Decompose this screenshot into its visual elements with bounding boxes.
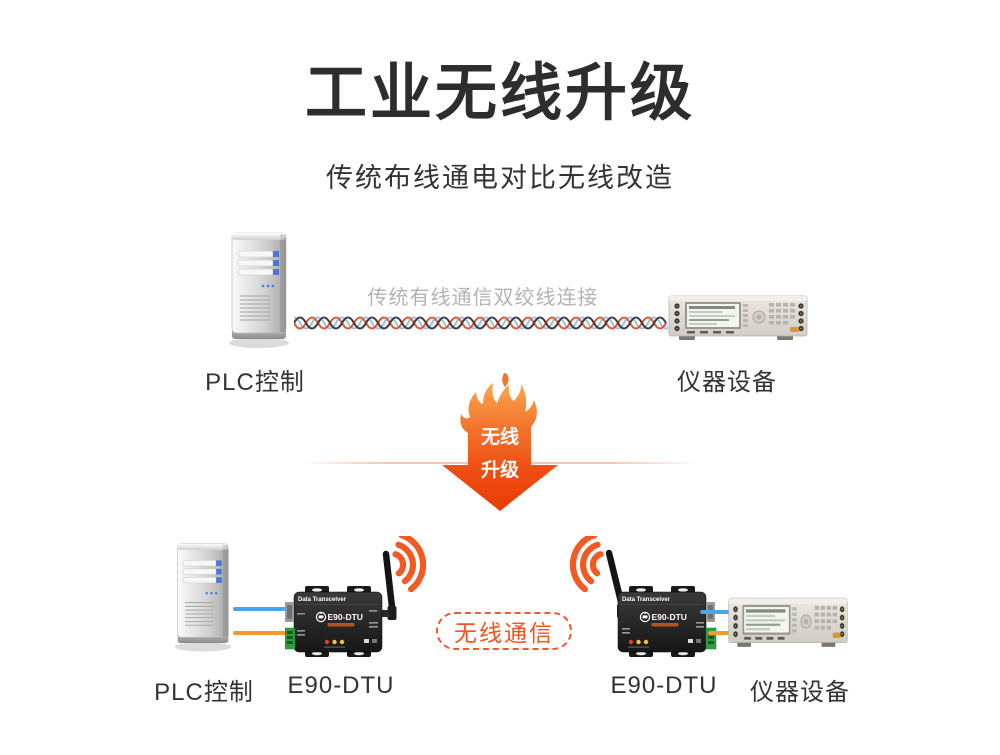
twisted-pair-cable xyxy=(294,316,668,330)
wire-orange-left xyxy=(233,631,289,635)
page-subtitle: 传统布线通电对比无线改造 xyxy=(326,163,674,193)
antenna-left xyxy=(380,550,397,620)
instrument-wireless xyxy=(727,596,849,648)
dtu-right-label: E90-DTU xyxy=(610,672,718,699)
dtu-device-right: Data Transceiver E90-DTU xyxy=(606,549,717,657)
twisted-pair-label: 传统有线通信双绞线连接 xyxy=(367,287,599,309)
plc-label-wireless: PLC控制 xyxy=(154,679,254,706)
wire-orange-right xyxy=(708,631,732,635)
dtu-left-label: E90-DTU xyxy=(287,672,395,699)
arrow-text-line1: 无线 xyxy=(481,425,519,448)
device-logo: E90-DTU xyxy=(639,611,687,627)
arrow-text-line2: 升级 xyxy=(481,458,519,481)
wifi-signal-right xyxy=(556,536,608,592)
device-model: E90-DTU xyxy=(652,612,687,622)
instrument-label-wireless: 仪器设备 xyxy=(750,679,850,706)
page-title: 工业无线升级 xyxy=(304,59,695,128)
wire-blue-left xyxy=(233,607,291,611)
device-panel-title: Data Transceiver xyxy=(622,597,671,603)
wireless-badge: 无线通信 xyxy=(436,612,572,650)
dtu-device-left: Data Transceiver E90-DTU xyxy=(285,550,397,657)
flame-arrow: 无线 升级 xyxy=(442,373,558,511)
device-panel-title: Data Transceiver xyxy=(298,597,347,603)
wire-blue-right xyxy=(700,610,732,614)
plc-tower-wireless xyxy=(172,541,234,653)
plc-label-wired: PLC控制 xyxy=(205,369,305,396)
instrument-label-wired: 仪器设备 xyxy=(677,369,777,396)
wifi-signal-left xyxy=(388,536,440,592)
instrument-wired xyxy=(667,294,809,341)
device-model: E90-DTU xyxy=(328,612,363,622)
plc-tower-wired xyxy=(226,231,292,349)
device-logo: E90-DTU xyxy=(315,611,363,627)
